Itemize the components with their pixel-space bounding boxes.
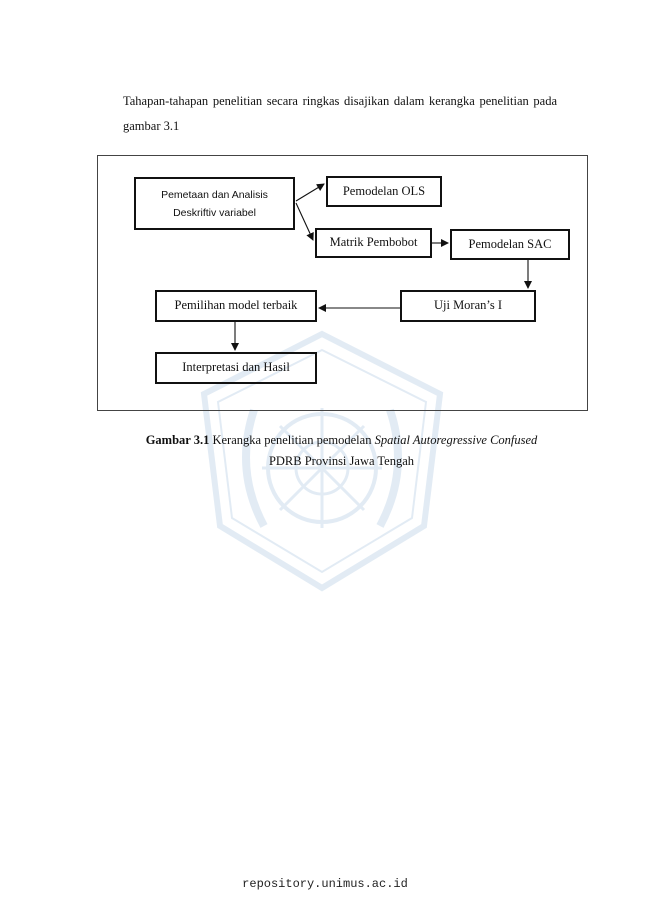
node-pemetaan-line1: Pemetaan dan Analisis xyxy=(161,188,268,201)
research-framework-diagram xyxy=(97,155,588,411)
node-uji-morans: Uji Moran’s I xyxy=(400,290,536,322)
node-matrik-pembobot: Matrik Pembobot xyxy=(315,228,432,258)
caption-label: Gambar 3.1 xyxy=(145,433,210,447)
node-pemetaan-analisis: Pemetaan dan Analisis Deskriftiv variabe… xyxy=(134,177,295,230)
caption-text: Kerangka penelitian pemodelan xyxy=(209,433,375,447)
node-pemodelan-sac: Pemodelan SAC xyxy=(450,229,570,260)
intro-paragraph: Tahapan-tahapan penelitian secara ringka… xyxy=(123,94,557,133)
caption-line1: Gambar 3.1 Kerangka penelitian pemodelan… xyxy=(97,430,586,451)
node-pemilihan-model: Pemilihan model terbaik xyxy=(155,290,317,322)
university-seal-watermark xyxy=(200,330,444,592)
caption-italic: Spatial Autoregressive Confused xyxy=(374,433,538,447)
repository-footer: repository.unimus.ac.id xyxy=(242,877,408,891)
caption-line2: PDRB Provinsi Jawa Tengah xyxy=(268,454,415,468)
figure-caption: Gambar 3.1 Kerangka penelitian pemodelan… xyxy=(97,430,586,472)
node-pemodelan-ols: Pemodelan OLS xyxy=(326,176,442,207)
node-pemetaan-line2: Deskriftiv variabel xyxy=(173,206,256,219)
node-interpretasi-hasil: Interpretasi dan Hasil xyxy=(155,352,317,384)
